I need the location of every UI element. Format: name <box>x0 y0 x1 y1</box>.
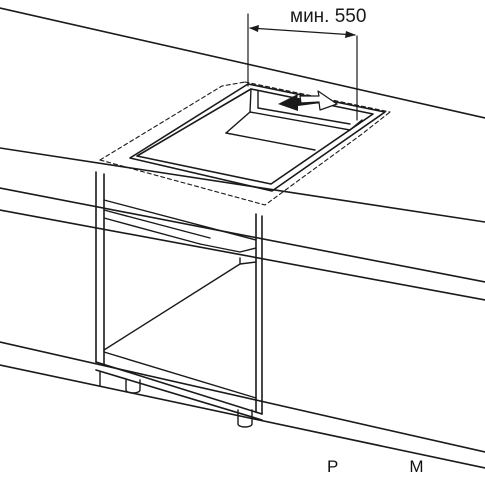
countertop-cutout <box>130 84 385 191</box>
cutout-inner-walls <box>226 89 362 150</box>
cabinet-oven-opening <box>104 200 256 398</box>
countertop-front-edge <box>0 188 485 300</box>
cabinet-frame <box>96 172 262 420</box>
ventilation-arrow-icon <box>278 91 337 111</box>
min-distance-label: мин. 550 <box>290 6 367 27</box>
watermark-left: Р <box>327 457 340 476</box>
watermark-right: М <box>409 457 425 476</box>
floor-plinth-lines <box>0 342 485 468</box>
cabinet-feet <box>100 372 252 427</box>
dimension-arrowheads <box>249 25 356 38</box>
hob-dashed-outline <box>100 82 390 205</box>
countertop-back-edge <box>0 8 485 222</box>
dimension-lines <box>248 14 357 120</box>
